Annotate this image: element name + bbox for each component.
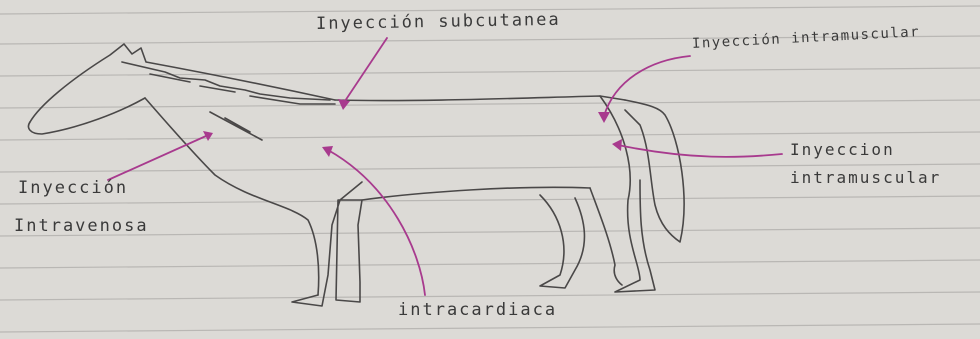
arrow-intramuscular-right [612,139,782,157]
horse-tail [625,100,684,242]
label-intravenosa-line1: Inyección [18,178,128,198]
horse-back [335,96,625,101]
arrow-subcutanea [338,38,387,110]
horse-mane [122,62,335,104]
horse-neck-lines [210,112,262,140]
label-intracardiaca: intracardiaca [398,300,557,320]
label-intramuscular-right-line1: Inyeccion [790,140,895,159]
label-intravenosa-line2: Intravenosa [14,216,149,236]
horse-front-legs [292,182,362,306]
label-subcutanea: Inyección subcutanea [316,10,561,34]
horse-belly [362,187,590,200]
horse-rear-hooves [540,195,584,288]
horse-head-outline [30,44,335,122]
label-intramuscular-right-line2: intramuscular [790,168,941,187]
